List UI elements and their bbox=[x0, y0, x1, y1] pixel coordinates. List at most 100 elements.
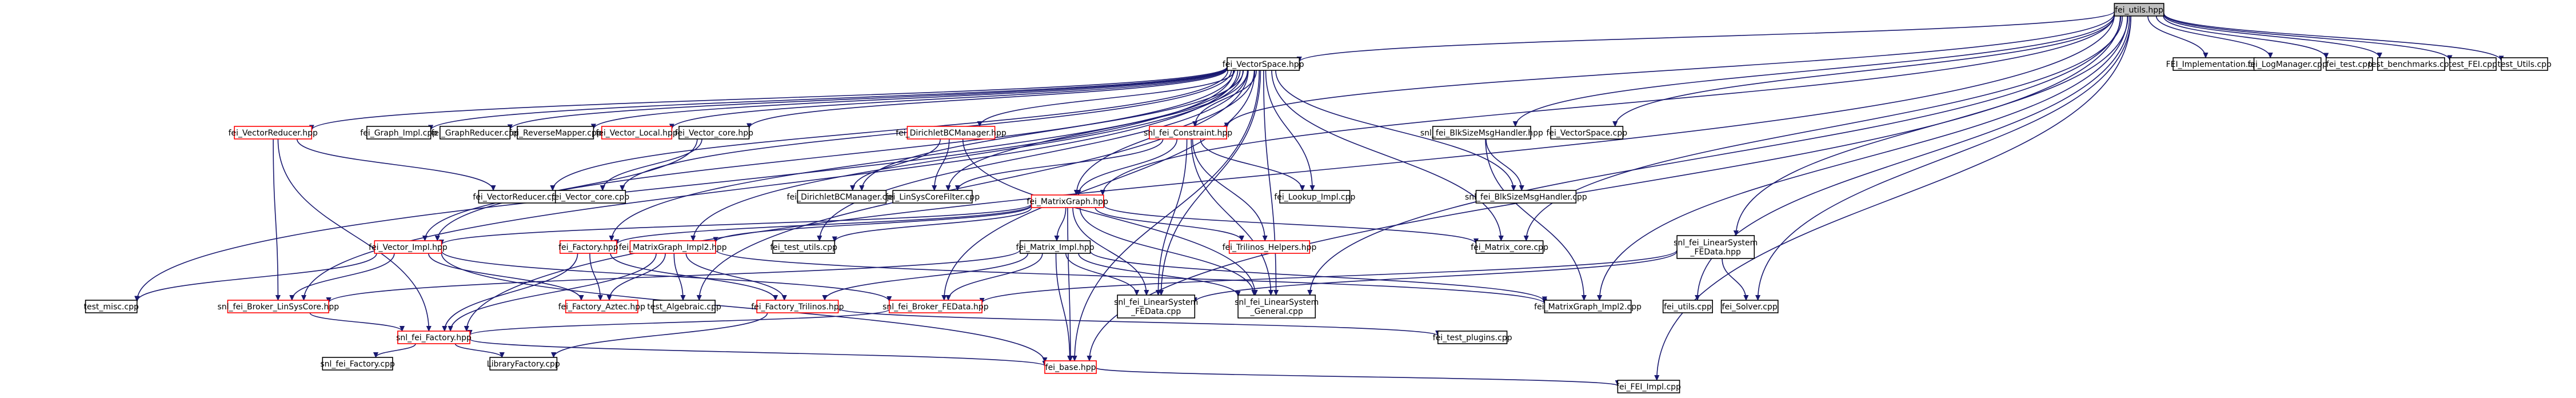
node-test-fei-cpp[interactable]: test_FEI.cpp bbox=[2449, 57, 2497, 71]
node-box[interactable] bbox=[1544, 300, 1632, 313]
node-box[interactable] bbox=[1237, 294, 1316, 319]
node-snl-fei-linearsystem-fedata-hpp[interactable]: snl_fei_LinearSystem_FEData.hpp bbox=[1674, 235, 1758, 259]
node-fei-logmanager-cpp[interactable]: fei_LogManager.cpp bbox=[2247, 57, 2327, 71]
node-snl-fei-factory-cpp[interactable]: snl_fei_Factory.cpp bbox=[320, 357, 395, 371]
node-box[interactable] bbox=[892, 190, 973, 204]
node-snl-fei-blkslzmaghandler-hpp[interactable]: snl_fei_BlkSizeMsgHandler.hpp bbox=[1420, 126, 1543, 140]
node-box[interactable] bbox=[1550, 126, 1624, 140]
node-fei-factory-aztec-hpp[interactable]: fei_Factory_Aztec.hpp bbox=[558, 300, 646, 313]
node-box[interactable] bbox=[653, 300, 716, 313]
node-fei-vector-core-cpp[interactable]: fei_Vector_core.cpp bbox=[552, 190, 629, 204]
node-fei-vector-impl-hpp[interactable]: fei_Vector_Impl.hpp bbox=[369, 240, 448, 254]
node-box[interactable] bbox=[227, 300, 329, 313]
node-test-utils-cpp2[interactable]: fei_test_utils.cpp bbox=[770, 240, 837, 254]
node-box[interactable] bbox=[1662, 300, 1713, 313]
node-snl-fei-linearsystem-fedata-cpp[interactable]: snl_fei_LinearSystem_FEData.cpp bbox=[1114, 294, 1198, 319]
node-fei-reversemapper-cpp[interactable]: fei_ReverseMapper.cpp bbox=[509, 126, 602, 140]
node-box[interactable] bbox=[234, 126, 313, 140]
node-box[interactable] bbox=[601, 126, 673, 140]
node-box[interactable] bbox=[1475, 240, 1544, 254]
node-box[interactable] bbox=[1617, 380, 1680, 393]
node-box[interactable] bbox=[629, 240, 716, 254]
node-box[interactable] bbox=[756, 300, 839, 313]
node-fei-matrix-impl-hpp[interactable]: fei_Matrix_Impl.hpp bbox=[1016, 240, 1095, 254]
node-box[interactable] bbox=[906, 126, 996, 140]
node-fei-dirichletbcmanager-hpp[interactable]: fei_DirichletBCManager.hpp bbox=[896, 126, 1007, 140]
node-box[interactable] bbox=[374, 240, 442, 254]
node-box[interactable] bbox=[2377, 57, 2445, 71]
node-fei-factory-trilinos-hpp[interactable]: fei_Factory_Trilinos.hpp bbox=[751, 300, 844, 313]
node-test-misc-cpp[interactable]: test_misc.cpp bbox=[84, 300, 139, 313]
node-box[interactable] bbox=[517, 126, 594, 140]
node-fei-linsyscorefilter-cpp[interactable]: fei_LinSysCoreFilter.cpp bbox=[885, 190, 980, 204]
node-box[interactable] bbox=[1227, 57, 1300, 71]
node-test-benchmarks-cpp[interactable]: test_benchmarks.cpp bbox=[2369, 57, 2454, 71]
node-box[interactable] bbox=[1044, 360, 1097, 374]
node-fei-trilinos-helpers-hpp[interactable]: fei_Trilinos_Helpers.hpp bbox=[1223, 240, 1317, 254]
node-fei-graphreducer-cpp[interactable]: fei_GraphReducer.cpp bbox=[431, 126, 519, 140]
node-snl-fei-linearsystem-general-cpp[interactable]: snl_fei_LinearSystem_General.cpp bbox=[1235, 294, 1319, 319]
node-fei-matrix-core-cpp[interactable]: fei_Matrix_core.cpp bbox=[1471, 240, 1548, 254]
node-box[interactable] bbox=[85, 300, 138, 313]
node-fei-vector-local-hpp[interactable]: fei_Vector_Local.hpp bbox=[596, 126, 678, 140]
node-fei-matrixgraph-impl2-cpp[interactable]: fei_MatrixGraph_Impl2.cpp bbox=[1534, 300, 1642, 313]
node-box[interactable] bbox=[2326, 57, 2373, 71]
node-box[interactable] bbox=[397, 331, 470, 344]
node-fei-lookup-impl-cpp[interactable]: fei_Lookup_Impl.cpp bbox=[1274, 190, 1356, 204]
node-fei-factory-hpp[interactable]: fei_Factory.hpp bbox=[558, 240, 618, 254]
node-box[interactable] bbox=[559, 240, 617, 254]
node-fei-vectorreducer-hpp[interactable]: fei_VectorReducer.hpp bbox=[228, 126, 318, 140]
node-box[interactable] bbox=[1031, 194, 1104, 208]
node-fei-vector-core-hpp[interactable]: fei_Vector_core.hpp bbox=[675, 126, 754, 140]
node-box[interactable] bbox=[1475, 190, 1577, 204]
node-box[interactable] bbox=[1149, 126, 1227, 140]
node-box[interactable] bbox=[2114, 3, 2164, 17]
node-snl-fei-blkslzmaghandler-cpp[interactable]: snl_fei_BlkSizeMsgHandler.cpp bbox=[1465, 190, 1587, 204]
node-fei-base-hpp[interactable]: fei_base.hpp bbox=[1044, 360, 1097, 374]
node-box[interactable] bbox=[366, 126, 432, 140]
node-box[interactable] bbox=[565, 300, 638, 313]
node-snl-fei-broker-fedata-hpp[interactable]: snl_fei_Broker_FEData.hpp bbox=[882, 300, 989, 313]
node-box[interactable] bbox=[2253, 57, 2322, 71]
edge-fei_vectorreducer_cpp-to-fei_vectorspace_hpp bbox=[553, 70, 1229, 190]
node-box[interactable] bbox=[678, 126, 750, 140]
node-fei-matrixgraph-impl2-hpp[interactable]: fei_MatrixGraph_Impl2.hpp bbox=[619, 240, 727, 254]
node-box[interactable] bbox=[1720, 300, 1779, 313]
node-box[interactable] bbox=[554, 190, 626, 204]
node-fei-fei-impl-cpp[interactable]: fei_FEI_Impl.cpp bbox=[1616, 380, 1681, 393]
node-box[interactable] bbox=[1437, 331, 1508, 344]
node-box[interactable] bbox=[1676, 235, 1755, 259]
node-fei-solver-cpp[interactable]: fei_Solver.cpp bbox=[1720, 300, 1779, 313]
node-box[interactable] bbox=[1279, 190, 1351, 204]
node-box[interactable] bbox=[489, 357, 558, 371]
node-fei-vectorspace-cpp[interactable]: fei_VectorSpace.cpp bbox=[1546, 126, 1627, 140]
node-box[interactable] bbox=[797, 190, 887, 204]
node-box[interactable] bbox=[439, 126, 511, 140]
node-box[interactable] bbox=[1228, 240, 1311, 254]
node-fei-utils-cpp[interactable]: fei_utils.cpp bbox=[1662, 300, 1713, 313]
node-fei-graph-impl-cpp[interactable]: fei_Graph_Impl.cpp bbox=[360, 126, 437, 140]
node-fei-matrixgraph-hpp[interactable]: fei_MatrixGraph.hpp bbox=[1027, 194, 1108, 208]
node-fei-test-cpp[interactable]: fei_test.cpp bbox=[2326, 57, 2373, 71]
node-fei-utils-hpp[interactable]: fei_utils.hpp bbox=[2114, 3, 2164, 17]
node-fei-implementation-cpp[interactable]: FEI_Implementation.cpp bbox=[2166, 57, 2263, 71]
node-box[interactable] bbox=[1020, 240, 1091, 254]
node-snl-fei-broker-linsyscore-hpp[interactable]: snl_fei_Broker_LinSysCore.hpp bbox=[217, 300, 339, 313]
node-fei-vectorspace-hpp[interactable]: fei_VectorSpace.hpp bbox=[1223, 57, 1304, 71]
node-snl-fei-factory-hpp[interactable]: snl_fei_Factory.hpp bbox=[396, 331, 472, 344]
node-box[interactable] bbox=[2449, 57, 2497, 71]
node-box[interactable] bbox=[1432, 126, 1531, 140]
node-fei-dirichletbcmanager-cpp[interactable]: fei_DirichletBCManager.cpp bbox=[787, 190, 897, 204]
node-fei-test-plugins-cpp[interactable]: fei_test_plugins.cpp bbox=[1433, 331, 1512, 344]
edge-fei_factory_hpp-to-fei_vectorspace_hpp bbox=[612, 70, 1241, 241]
node-test-utils-cpp[interactable]: test_Utils.cpp bbox=[2498, 57, 2552, 71]
node-libraryfactory-cpp[interactable]: LibraryFactory.cpp bbox=[487, 357, 560, 371]
node-box[interactable] bbox=[1117, 294, 1196, 319]
node-test-algebraic-cpp[interactable]: test_Algebraic.cpp bbox=[647, 300, 721, 313]
node-snl-fei-constraint-hpp[interactable]: snl_fei_Constraint.hpp bbox=[1144, 126, 1232, 140]
node-box[interactable] bbox=[772, 240, 836, 254]
node-box[interactable] bbox=[322, 357, 393, 371]
node-fei-vectorreducer-cpp[interactable]: fei_VectorReducer.cpp bbox=[473, 190, 562, 204]
node-box[interactable] bbox=[2501, 57, 2549, 71]
node-box[interactable] bbox=[889, 300, 983, 313]
